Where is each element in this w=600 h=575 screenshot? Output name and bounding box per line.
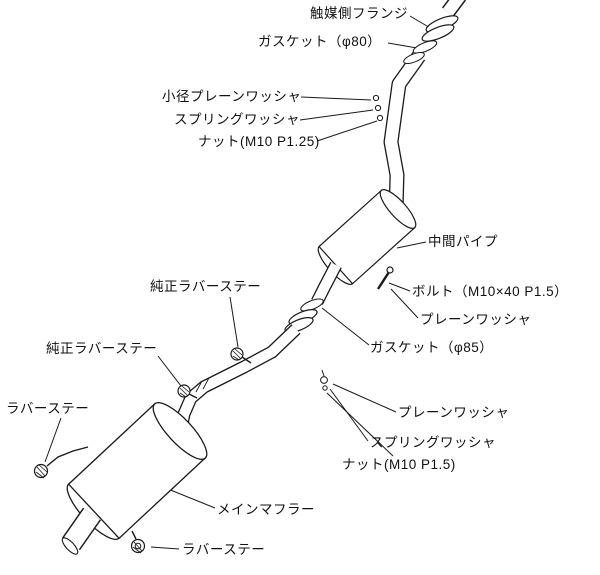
lower-pipe-shape <box>174 324 301 432</box>
main-muffler-shape <box>61 402 208 555</box>
label-small-plain-washer: 小径プレーンワッシャ <box>162 89 302 104</box>
bolt-shape <box>376 266 394 290</box>
label-plain-washer-mid: プレーンワッシャ <box>420 312 532 327</box>
label-oem-rubber-stay-2: 純正ラバーステー <box>46 341 158 356</box>
label-center-pipe: 中間パイプ <box>428 234 498 249</box>
outlet-pipe-shape <box>311 261 342 305</box>
label-spring-washer-lower: スプリングワッシャ <box>370 435 496 450</box>
label-rubber-stay-bottom: ラバーステー <box>182 542 266 557</box>
label-nut-m10-p15: ナット(M10 P1.5) <box>342 457 456 472</box>
oem-rubber-stay-2-shape <box>177 384 198 399</box>
oem-rubber-stay-1-shape <box>230 347 252 364</box>
leader-lines <box>44 15 433 550</box>
catalyst-flange-shape <box>421 0 466 42</box>
label-plain-washer-lower: プレーンワッシャ <box>398 405 510 420</box>
label-bolt-m10x40: ボルト（M10×40 P1.5） <box>412 284 569 299</box>
label-catalyst-flange: 触媒側フランジ <box>310 6 408 21</box>
rubber-stay-left-shape <box>33 446 89 479</box>
gasket-85-shape <box>300 298 324 312</box>
label-main-muffler: メインマフラー <box>217 502 315 517</box>
rubber-stay-bottom-shape <box>130 530 146 554</box>
downpipe-shape <box>383 51 426 211</box>
washer-nut-stack-top-shape <box>372 94 384 122</box>
label-nut-m10-p125: ナット(M10 P1.25) <box>198 134 320 149</box>
label-gasket-85: ガスケット（φ85） <box>370 340 494 355</box>
washer-nut-lower-shape <box>320 369 328 391</box>
label-oem-rubber-stay-1: 純正ラバーステー <box>150 279 262 294</box>
label-spring-washer-top: スプリングワッシャ <box>174 112 300 127</box>
label-gasket-80: ガスケット（φ80） <box>258 34 382 49</box>
label-rubber-stay-left: ラバーステー <box>6 401 90 416</box>
gasket-80-shape <box>412 40 438 54</box>
